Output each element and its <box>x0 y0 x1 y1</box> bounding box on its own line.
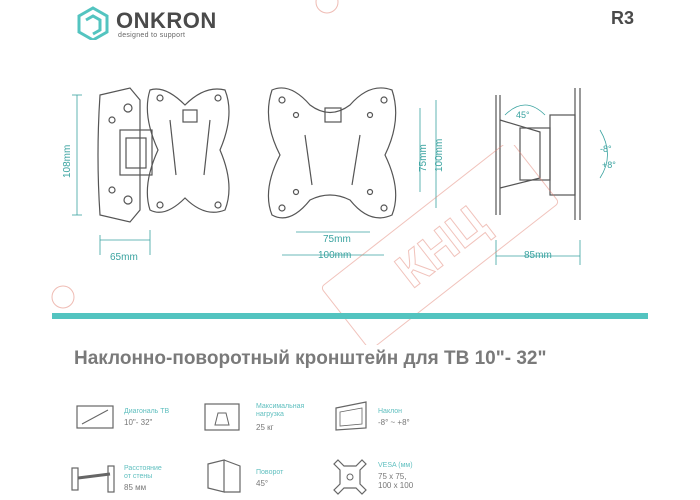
vesa-plate-front <box>146 88 230 213</box>
dim-h100: 100mm <box>318 250 351 261</box>
brand-logo: ONKRON designed to support <box>76 6 246 42</box>
feature-value-diagonal: 10"- 32" <box>124 418 153 427</box>
watermark-circle-top <box>315 0 339 14</box>
feature-value-vesa: 75 x 75, 100 x 100 <box>378 472 414 490</box>
onkron-cube-icon <box>77 6 109 42</box>
watermark-text: КНЦ <box>386 196 497 299</box>
max-load-icon <box>204 403 240 431</box>
vesa-plate-back <box>267 87 397 219</box>
arm-joint <box>119 129 153 176</box>
brand-tagline: designed to support <box>118 32 186 39</box>
model-name: R3 <box>610 8 634 28</box>
tv-diagonal-icon <box>76 405 114 429</box>
dim-width-65: 65mm <box>110 252 138 263</box>
dim-h75: 75mm <box>323 234 351 245</box>
side-wall-plate <box>97 87 141 223</box>
brand-name: ONKRON <box>116 8 217 33</box>
feature-value-load: 25 кг <box>256 423 274 432</box>
tilt-icon <box>335 401 367 431</box>
watermark-circle-left <box>51 285 75 309</box>
feature-label-tilt: Наклон <box>378 408 403 415</box>
feature-label-diagonal: Диагональ ТВ <box>124 408 170 415</box>
dim-v75: 75mm <box>418 144 429 172</box>
side-profile <box>495 88 581 220</box>
angle-tilt-down: -8° <box>600 144 612 154</box>
swivel-icon <box>207 459 241 493</box>
wall-distance-icon <box>71 465 115 493</box>
dim-depth: 85mm <box>524 250 552 261</box>
dim-v100: 100mm <box>434 139 445 172</box>
feature-label-vesa: VESA (мм) <box>378 462 413 469</box>
accent-divider <box>52 313 648 319</box>
feature-label-swivel: Поворот <box>256 469 284 476</box>
feature-value-tilt: -8° ~ +8° <box>378 418 410 427</box>
feature-value-swivel: 45° <box>256 479 269 488</box>
technical-drawing: 108mm 65mm 75mm 100mm 75mm 100mm 85mm 45… <box>62 87 616 265</box>
watermark-stamp: КНЦ <box>321 145 559 345</box>
angle-tilt-up: +8° <box>602 160 616 170</box>
dim-height: 108mm <box>62 145 73 178</box>
feature-value-distance: 85 мм <box>124 483 147 492</box>
vesa-icon <box>333 459 367 495</box>
product-title: Наклонно-поворотный кронштейн для ТВ 10"… <box>74 348 547 369</box>
feature-label-load: Максимальная нагрузка <box>256 403 305 418</box>
angle-swivel: 45° <box>516 110 530 120</box>
feature-label-distance: Расстояние от стены <box>124 465 162 480</box>
